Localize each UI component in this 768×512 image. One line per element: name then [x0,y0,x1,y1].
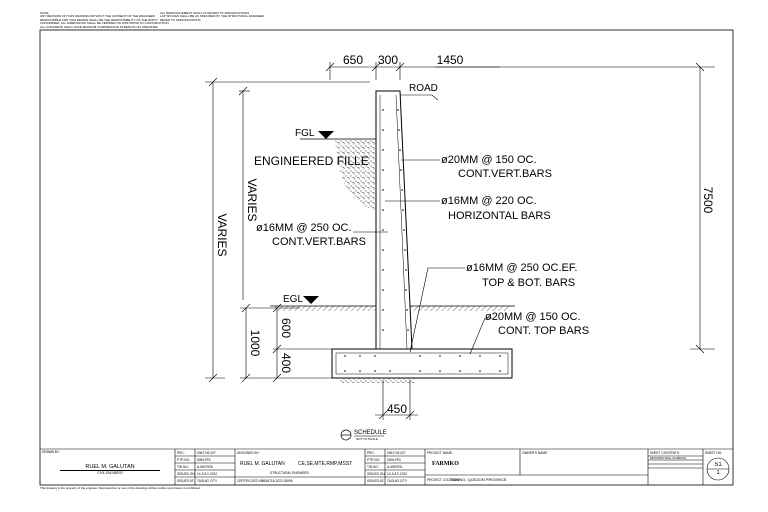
sheet-no: S1 [714,462,722,468]
drawn-by-title: CIVIL ENGINEER [97,471,123,475]
note-line: ALL REINFORCEMENT SHALL CONFORM TO SPECI… [160,12,250,15]
project-name-label: PROJECT NAME: [427,451,453,455]
schedule-label: SCHEDULE [354,430,387,436]
fgl-marker [318,131,334,139]
issued-on2-value: 14-JULY-2022 [387,472,408,476]
tin2-label: TIN NO: [367,465,379,469]
issued-at2-value: TAGUIG CITY [387,479,408,483]
note-line: REFER TO SPECIFICATIONS [160,18,201,22]
ptr-value: 8390-PRL [197,458,212,462]
sheet-border [39,29,734,486]
dim-300-label: 300 [378,53,398,67]
footer-disclaimer: This drawing is the property of the engi… [40,486,201,490]
drawn-by-name: RUEL M. GALUTAN [60,464,160,471]
project-name: FARMKO [432,461,459,467]
dim-450-label: 450 [387,402,407,416]
callout-4-line2: TOP & BOT. BARS [482,277,575,289]
callout-3-line2: CONT.VERT.BARS [272,236,366,248]
callout-5-line2: CONT. TOP BARS [498,325,589,337]
designed-by-label: DESIGNED BY: [237,451,260,455]
prc2-value: 0061742-027 [387,451,406,455]
certificate-value: 0158718-2022-00896 [262,479,293,483]
dim-varies-inner-label: VARIES [245,178,259,221]
issued-on-label: ISSUED ON: [177,472,196,476]
sheet-contents-value: RETAINING WALL SCHEDULE [650,457,687,460]
owner-name-label: OWNER'S NAME: [522,451,548,455]
title-block-grid [40,448,733,485]
dim-600-label: 600 [279,318,293,338]
note-line: RESPONSIBLE FOR THIS DESIGN SHALL BE THE… [40,18,158,22]
issued-at2-label: ISSUED AT: [367,479,384,483]
issued-at-label: ISSUED AT: [177,479,194,483]
note-line: ALL CONCRETE SHALL HAVE MINIMUM COMPRESS… [40,25,158,29]
road-label: ROAD [409,83,438,94]
dim-650-label: 650 [343,53,363,67]
dim-top-line [325,62,500,80]
tin-label: TIN NO: [177,465,189,469]
dim-1450-label: 1450 [437,53,464,67]
callout-2-line2: HORIZONTAL BARS [448,210,551,222]
note-line: CONCERNED. ALL DIMENSIONS SHALL BE VERIF… [40,22,169,26]
ptr2-value: 0006-PRL [387,458,402,462]
general-notes: NOTE: ANY REVISION ON THIS DRAWING WITHO… [40,12,290,29]
dim-450 [375,380,418,420]
issued-on-value: 14-JULY-2022 [197,472,218,476]
sheet-contents-label: SHEET CONTENTS: [650,451,680,455]
callout-4-leader [409,267,465,353]
tin-value: A-5607936 [197,465,213,469]
ptr2-label: PTR NO: [367,458,380,462]
prc-label: PRC: [177,451,185,455]
schedule-sublabel: NOT TO SCALE [356,437,378,441]
engineered-fill-label: ENGINEERED FILLE [254,154,369,168]
egl-hatch-left [275,306,376,311]
sheet-no-label: SHEET NO: [705,451,723,455]
project-location: TIAONG, QUEZON PROVINCE [450,477,507,482]
road-leader [400,94,439,101]
note-line: ANY REVISION ON THIS DRAWING WITHOUT THE… [40,15,155,19]
dim-varies-inner [238,86,250,300]
drawn-by-label: DRAWN BY: [42,450,60,454]
dim-footing-vertical [240,303,332,383]
dim-varies-outer-label: VARIES [215,213,229,256]
dim-varies-outer [205,77,370,383]
fgl-label: FGL [295,128,315,139]
callout-5-line1: ø20MM @ 150 OC. [485,311,581,323]
dim-1000-label: 1000 [248,330,262,357]
egl-label: EGL [283,294,303,305]
designed-by-name: RUEL M. GALUTAN [240,461,285,467]
callout-5-leader [469,317,492,355]
egl-hatch-right [410,306,510,311]
egl-marker [303,296,319,304]
general-notes-right: ALL REINFORCEMENT SHALL CONFORM TO SPECI… [160,12,300,22]
callout-4-line1: ø16MM @ 250 OC.EF. [466,262,577,274]
issued-on2-label: ISSUED ON: [367,472,386,476]
designed-by-credentials: CE,SE,MTE,RMP,MSST [298,461,353,467]
note-line: NOTE: [40,12,50,15]
callout-3-line1: ø16MM @ 250 OC. [256,222,352,234]
ptr-label: PTR NO: [177,458,190,462]
callout-2-line1: ø16MM @ 220 OC. [441,195,537,207]
stem-bar-dots [382,109,409,331]
prc2-label: PRC: [367,451,375,455]
project-location-label: PROJECT LOCATION: [427,478,460,482]
sheet-total: 1 [716,470,720,476]
dim-400-label: 400 [279,353,293,373]
issued-at-value: TAGUIG CITY [197,479,218,483]
footing-bar-dots [344,355,501,372]
callout-1-line2: CONT.VERT.BARS [458,168,552,180]
designed-by-title: STRUCTURAL ENGINEER [270,471,309,475]
prc-value: 0061742-027 [197,451,216,455]
note-line: LAP SPLICES SHALL BE AS SPECIFIED BY THE… [160,15,265,19]
tin2-value: A-5087931 [387,465,403,469]
callout-1-line1: ø20MM @ 150 OC. [441,154,537,166]
lean-concrete [340,378,415,383]
dim-7500-label: 7500 [701,187,715,214]
certificate-label: CERTIFICATE NO: [237,479,265,483]
wall-footing [331,348,513,379]
engineered-fill-hatch [335,139,376,210]
